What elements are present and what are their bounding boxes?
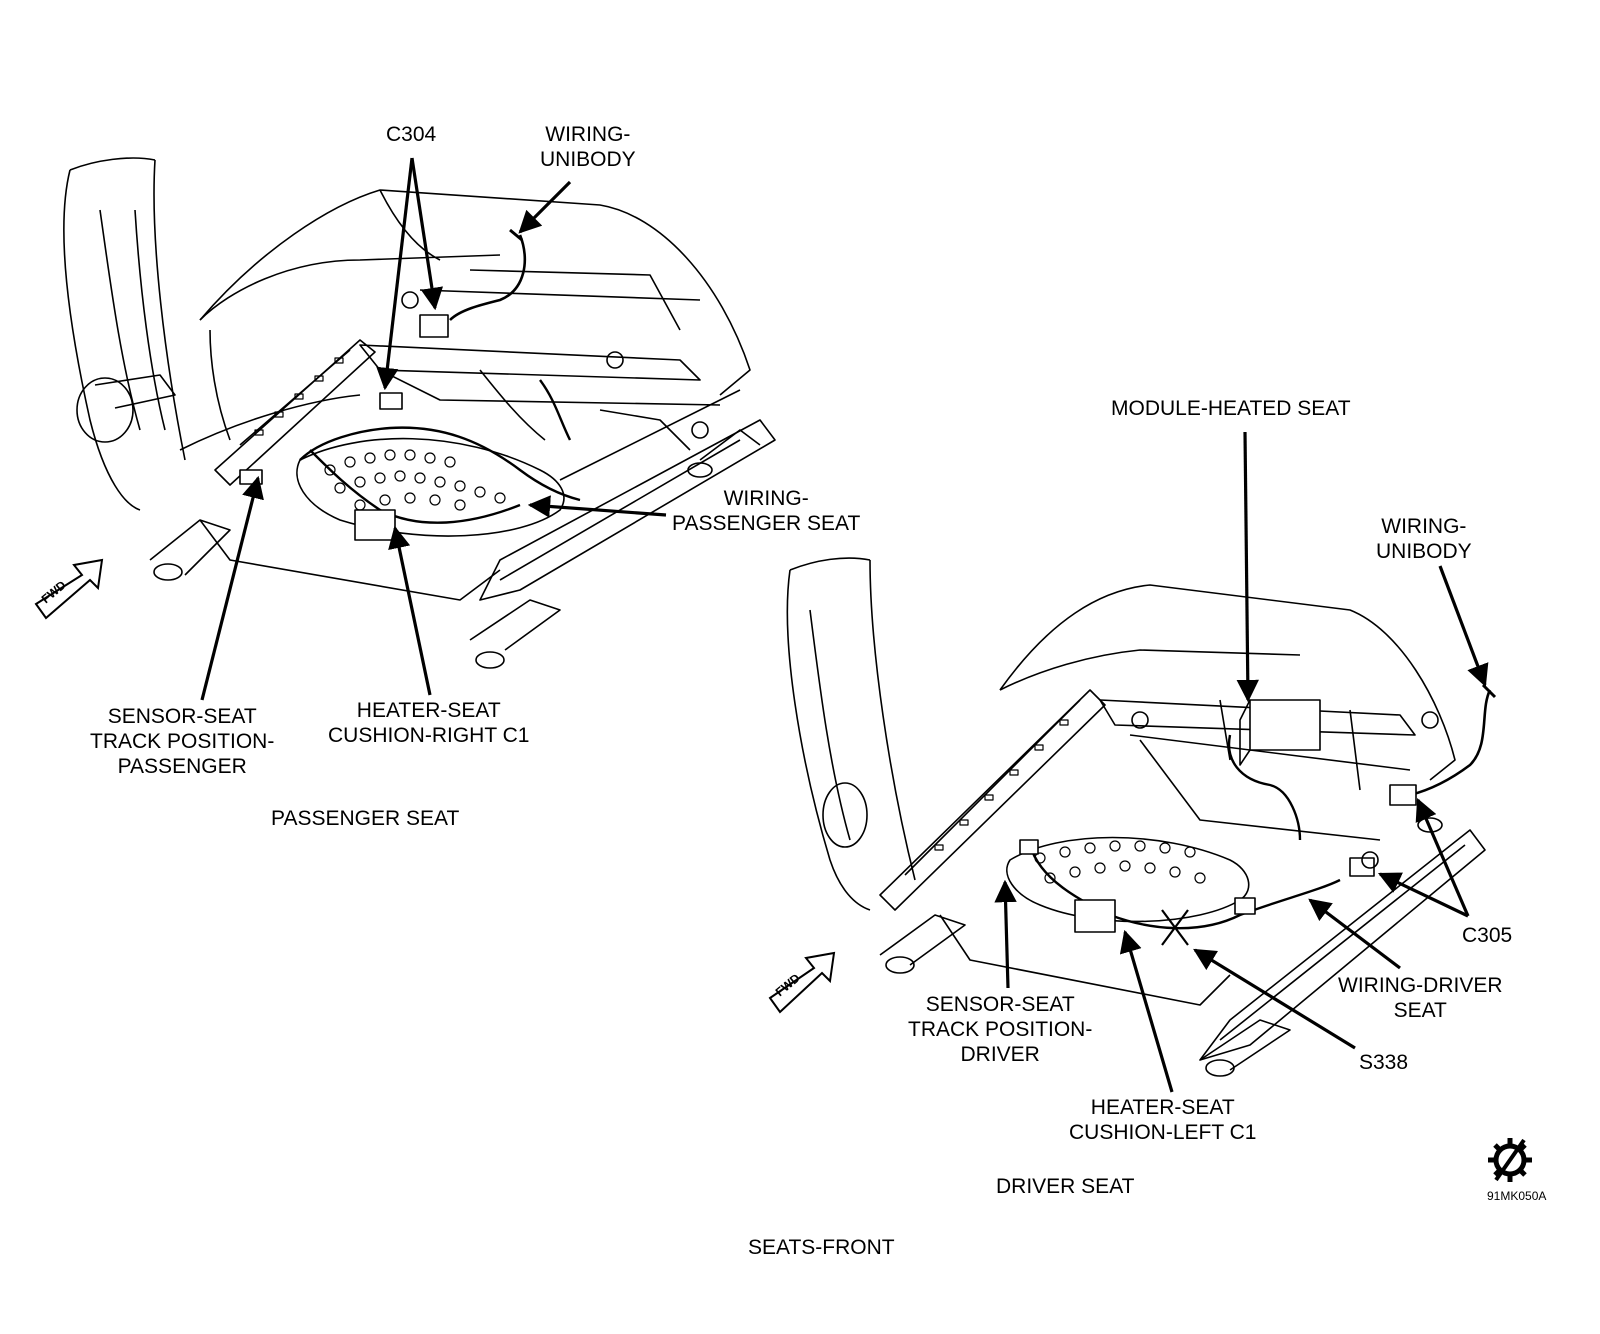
label-line: SEAT: [1393, 999, 1447, 1022]
fwd-arrow-icon: [34, 558, 104, 620]
label-sensor-seat-passenger: SENSOR-SEAT TRACK POSITION- PASSENGER: [90, 704, 274, 779]
label-c304: C304: [386, 123, 437, 146]
label-heater-seat-left: HEATER-SEAT CUSHION-LEFT C1: [1069, 1095, 1256, 1145]
gear-service-icon: [1488, 1138, 1532, 1182]
label-line: SENSOR-SEAT: [925, 993, 1075, 1016]
figure-title: SEATS-FRONT: [748, 1236, 895, 1259]
fwd-arrow-icon: [768, 951, 836, 1014]
label-line: PASSENGER: [117, 755, 247, 778]
label-line: DRIVER: [960, 1043, 1040, 1066]
driver-leader-lines: [994, 431, 1489, 1093]
label-driver-seat: DRIVER SEAT: [996, 1175, 1135, 1198]
passenger-seat-drawing: [63, 157, 776, 669]
label-line: HEATER-SEAT: [1090, 1096, 1235, 1119]
passenger-leader-lines: [200, 157, 667, 701]
label-heater-seat-right: HEATER-SEAT CUSHION-RIGHT C1: [328, 698, 529, 748]
figure-code: 91MK050A: [1487, 1189, 1547, 1203]
label-wiring-unibody-right: WIRING- UNIBODY: [1376, 514, 1472, 564]
label-wiring-driver-seat: WIRING-DRIVER SEAT: [1338, 973, 1503, 1023]
label-line: HEATER-SEAT: [356, 699, 501, 722]
label-line: TRACK POSITION-: [90, 730, 275, 753]
label-line: TRACK POSITION-: [908, 1018, 1093, 1041]
driver-seat-drawing: [786, 557, 1497, 1077]
label-line: SENSOR-SEAT: [107, 705, 257, 728]
label-sensor-seat-driver: SENSOR-SEAT TRACK POSITION- DRIVER: [908, 992, 1092, 1067]
label-s338: S338: [1359, 1051, 1409, 1074]
label-line: UNIBODY: [1376, 540, 1472, 563]
label-line: CUSHION-LEFT C1: [1069, 1121, 1257, 1144]
label-line: UNIBODY: [540, 148, 636, 171]
label-module-heated-seat: MODULE-HEATED SEAT: [1111, 397, 1351, 420]
label-passenger-seat: PASSENGER SEAT: [271, 807, 460, 830]
label-line: WIRING-: [1381, 515, 1467, 538]
label-line: CUSHION-RIGHT C1: [328, 724, 530, 747]
label-line: PASSENGER SEAT: [672, 512, 861, 535]
label-wiring-unibody-top: WIRING- UNIBODY: [540, 122, 636, 172]
label-line: WIRING-: [545, 123, 631, 146]
label-wiring-passenger-seat: WIRING- PASSENGER SEAT: [672, 486, 860, 536]
label-c305: C305: [1462, 924, 1513, 947]
label-line: WIRING-DRIVER: [1338, 974, 1503, 997]
label-line: WIRING-: [723, 487, 809, 510]
